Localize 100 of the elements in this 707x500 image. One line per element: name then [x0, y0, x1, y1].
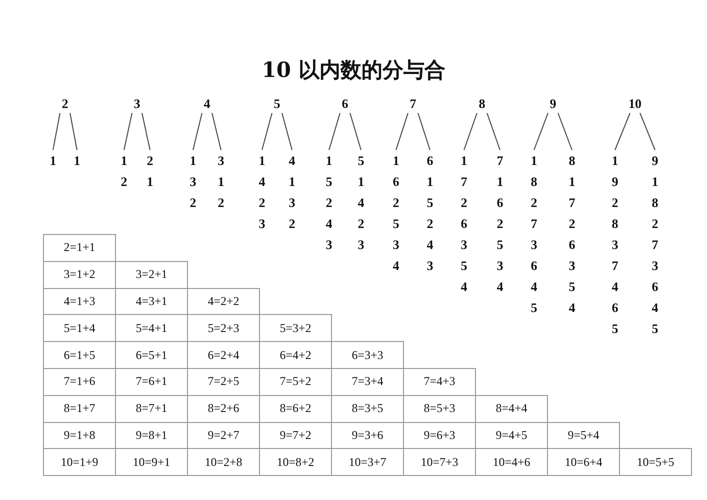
part-number: 1 — [358, 173, 364, 191]
whole-number: 10 — [620, 95, 650, 113]
part-number: 7 — [612, 257, 618, 275]
part-number: 2 — [190, 194, 196, 212]
part-number: 1 — [568, 173, 576, 191]
part-number: 5 — [426, 194, 434, 212]
branch-line — [640, 112, 656, 150]
part-number: 1 — [50, 152, 56, 170]
part-number: 6 — [496, 194, 504, 212]
part-number: 2 — [146, 152, 154, 170]
equation: 8=4+4 — [475, 394, 548, 423]
part-number: 1 — [146, 173, 154, 191]
part-number: 1 — [530, 152, 538, 170]
part-number: 4 — [496, 278, 504, 296]
equation: 7=4+3 — [403, 368, 476, 396]
part-number: 8 — [530, 173, 538, 191]
part-number: 6 — [652, 278, 658, 296]
part-number: 2 — [496, 215, 504, 233]
equation: 2=1+1 — [43, 234, 116, 262]
part-number: 4 — [612, 278, 618, 296]
part-number: 1 — [120, 152, 128, 170]
part-number: 3 — [358, 236, 364, 254]
equation: 9=5+4 — [547, 422, 620, 450]
part-number: 8 — [568, 152, 576, 170]
whole-number: 9 — [538, 95, 568, 113]
part-number: 5 — [612, 320, 618, 338]
part-number: 2 — [568, 215, 576, 233]
branch-line — [614, 112, 630, 150]
branch-line — [52, 112, 60, 150]
part-number: 3 — [190, 173, 196, 191]
part-number: 5 — [496, 236, 504, 254]
equation: 6=3+3 — [331, 341, 404, 369]
part-number: 6 — [612, 299, 618, 317]
part-number: 3 — [326, 236, 332, 254]
branch-line — [486, 112, 500, 150]
part-number: 6 — [460, 215, 468, 233]
part-number: 1 — [426, 173, 434, 191]
part-number: 3 — [612, 236, 618, 254]
part-number: 4 — [460, 278, 468, 296]
part-number: 2 — [460, 194, 468, 212]
part-number: 2 — [426, 215, 434, 233]
part-number: 4 — [568, 299, 576, 317]
branch-line — [212, 112, 222, 150]
branch-line — [464, 112, 478, 150]
part-number: 2 — [652, 215, 658, 233]
whole-number: 5 — [262, 95, 292, 113]
part-number: 6 — [392, 173, 400, 191]
part-number: 7 — [652, 236, 658, 254]
part-number: 1 — [288, 173, 296, 191]
whole-number: 8 — [467, 95, 497, 113]
part-number: 1 — [460, 152, 468, 170]
part-number: 8 — [652, 194, 658, 212]
part-number: 9 — [612, 173, 618, 191]
part-number: 5 — [530, 299, 538, 317]
part-number: 1 — [74, 152, 80, 170]
part-number: 4 — [652, 299, 658, 317]
part-number: 1 — [190, 152, 196, 170]
branch-line — [350, 112, 362, 150]
branch-line — [262, 112, 272, 150]
part-number: 1 — [612, 152, 618, 170]
branch-line — [534, 112, 548, 150]
part-number: 3 — [568, 257, 576, 275]
equation: 4=2+2 — [187, 288, 260, 316]
whole-number: 6 — [330, 95, 360, 113]
part-number: 5 — [326, 173, 332, 191]
equation: 10=5+5 — [619, 448, 692, 476]
part-number: 1 — [326, 152, 332, 170]
part-number: 5 — [568, 278, 576, 296]
part-number: 4 — [258, 173, 266, 191]
part-number: 7 — [530, 215, 538, 233]
part-number: 2 — [326, 194, 332, 212]
part-number: 3 — [496, 257, 504, 275]
part-number: 2 — [258, 194, 266, 212]
part-number: 3 — [288, 194, 296, 212]
part-number: 1 — [218, 173, 224, 191]
part-number: 1 — [652, 173, 658, 191]
branch-line — [142, 112, 150, 150]
whole-number: 3 — [122, 95, 152, 113]
part-number: 5 — [652, 320, 658, 338]
branch-line — [192, 112, 202, 150]
part-number: 4 — [358, 194, 364, 212]
part-number: 9 — [652, 152, 658, 170]
part-number: 5 — [392, 215, 400, 233]
equation: 3=2+1 — [115, 260, 188, 289]
part-number: 4 — [426, 236, 434, 254]
part-number: 6 — [530, 257, 538, 275]
part-number: 1 — [392, 152, 400, 170]
part-number: 3 — [258, 215, 266, 233]
part-number: 7 — [496, 152, 504, 170]
part-number: 3 — [392, 236, 400, 254]
part-number: 3 — [218, 152, 224, 170]
branch-line — [558, 112, 572, 150]
part-number: 5 — [358, 152, 364, 170]
whole-number: 7 — [398, 95, 428, 113]
part-number: 3 — [530, 236, 538, 254]
part-number: 6 — [426, 152, 434, 170]
title: 10 以内数的分与合 — [260, 56, 446, 84]
whole-number: 4 — [192, 95, 222, 113]
part-number: 1 — [496, 173, 504, 191]
equation: 10=1+9 — [43, 448, 116, 476]
